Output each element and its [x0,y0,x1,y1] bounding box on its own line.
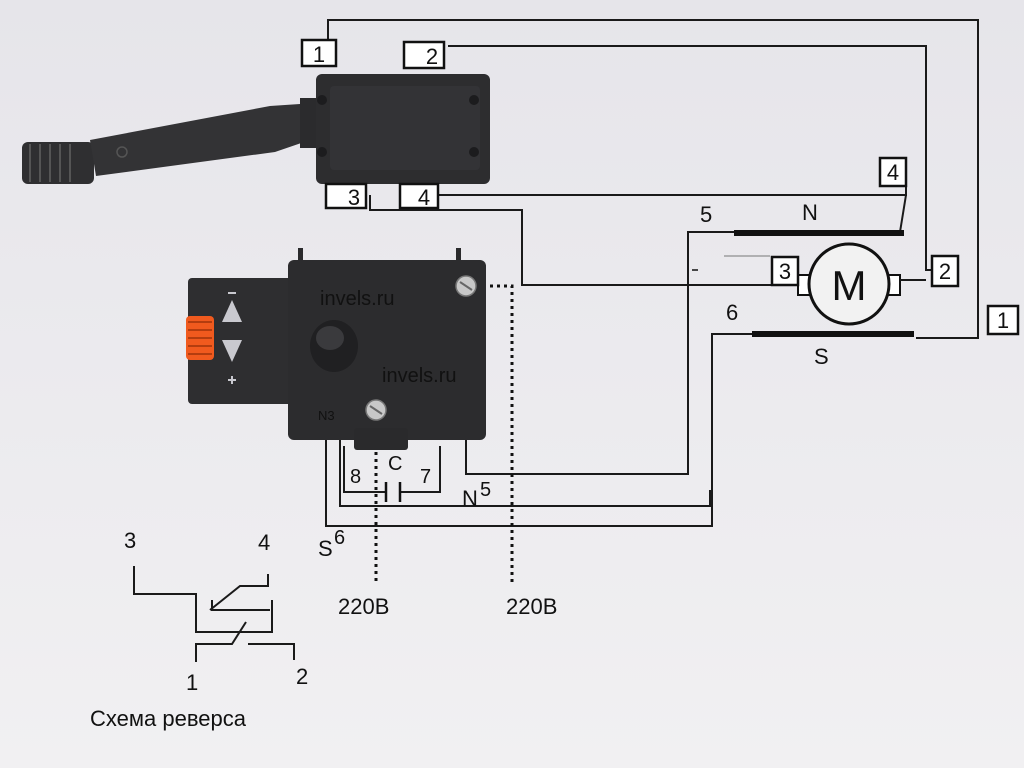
reverse-path-b [248,643,295,660]
motor-terminal-box-4 [878,156,908,188]
terminal-label-4: 4 [418,185,430,210]
wire-n3 [339,440,711,507]
reverse-caption: Схема реверса [90,706,247,731]
plus-mark-v [231,376,233,384]
lever-arm [90,104,310,176]
coil-n-number: 5 [700,202,712,227]
motor-terminal-label-2: 2 [939,259,951,284]
motor-terminal-box-3 [770,255,800,287]
power-label-left: 220В [338,594,389,619]
reverse-switch-unit [22,74,490,184]
motor-terminal-label-3: 3 [779,259,791,284]
motor-terminal-box-2 [930,254,960,288]
coil-s-number: 6 [726,300,738,325]
cap-lead-right [400,446,441,493]
pin-label-s6-letter: S [318,536,333,561]
speed-up-arrow [222,300,242,322]
pin-label-n5-number: 5 [480,479,491,501]
reverse-pin-3: 3 [124,528,136,553]
pin-label-n3: N3 [318,408,335,423]
motor-label: M [832,262,867,309]
motor-terminal-box-1 [986,304,1020,336]
terminal-boxes: 1 2 3 4 4 3 2 1 [300,38,1020,336]
wire-s6 [325,333,752,527]
power-label-right: 220В [506,594,557,619]
watermark-top: invels.ru [320,288,394,310]
watermark-bottom: invels.ru [382,365,456,387]
capacitor-label: C [388,453,402,475]
reverse-contact-mid [211,600,270,611]
cap-lead-left [343,446,386,493]
reverse-contact-upper [209,574,269,611]
wire-terminal-3 [369,195,790,286]
reverse-pin-2: 2 [296,664,308,689]
terminal-label-3: 3 [348,185,360,210]
reverse-contact-lower [195,621,247,662]
motor-symbol [807,242,891,326]
power-line-right [490,284,514,584]
terminal-box-2 [402,40,446,70]
speed-switch-unit [186,248,486,450]
coil-n-label: N [802,200,818,225]
terminal-box-3 [324,182,368,210]
pin-label-n5-letter: N [462,486,478,511]
terminal-box-4 [398,182,440,210]
pin-label-s6-number: 6 [334,527,345,549]
lever-knob [22,142,94,184]
reverse-pin-1: 1 [186,670,198,695]
motor: M [797,242,926,326]
motor-terminal-label-1: 1 [997,308,1009,333]
speed-switch-body [288,260,486,440]
reverse-path-a [133,566,273,633]
terminal-label-2: 2 [426,44,438,69]
terminal-box-1 [300,38,338,68]
pin-label-8: 8 [350,466,361,488]
speed-down-arrow [222,340,242,362]
reverse-schematic: 3 4 1 2 Схема реверса [90,528,308,731]
pin-label-7: 7 [420,466,431,488]
wire-terminal-1 [327,19,979,339]
wire-n5 [465,231,734,475]
coil-s-label: S [814,344,829,369]
minus-mark [228,292,236,294]
reverse-pin-4: 4 [258,530,270,555]
terminal-label-1: 1 [313,42,325,67]
motor-terminal-label-4: 4 [887,160,899,185]
